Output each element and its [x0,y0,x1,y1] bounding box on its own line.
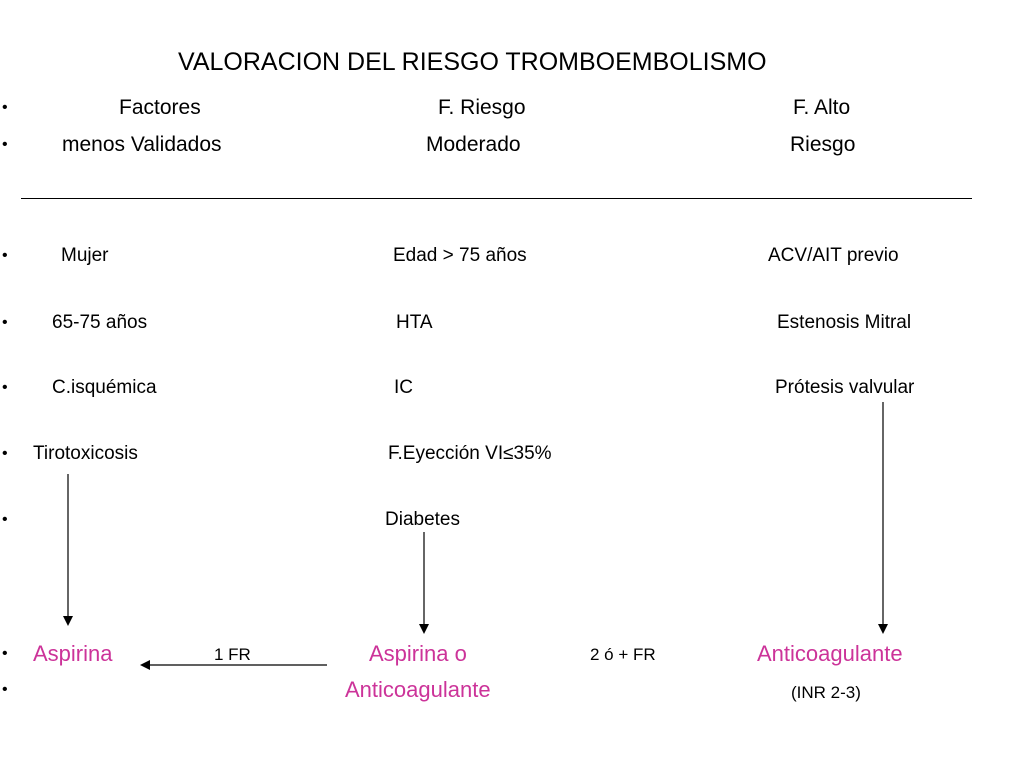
factor-acv-ait: ACV/AIT previo [768,245,899,266]
bullet: • [2,511,8,528]
result-aspirina-o: Aspirina o [369,641,467,666]
label-1-fr: 1 FR [214,645,251,664]
bullet: • [2,645,8,662]
factor-diabetes: Diabetes [385,509,460,530]
factor-mujer: Mujer [61,245,109,266]
header-factores: Factores [119,96,201,119]
header-f-alto: F. Alto [793,96,851,119]
result-anticoagulante-moderado: Anticoagulante [345,677,491,702]
bullet: • [2,379,8,396]
header-f-riesgo: F. Riesgo [438,96,526,119]
bullet: • [2,99,8,116]
bullet: • [2,681,8,698]
factor-ic: IC [394,377,413,398]
factor-protesis-valvular: Prótesis valvular [775,377,915,398]
factor-estenosis-mitral: Estenosis Mitral [777,312,912,333]
factor-65-75: 65-75 años [52,312,148,333]
page-title: VALORACION DEL RIESGO TROMBOEMBOLISMO [178,48,767,76]
factor-hta: HTA [396,312,433,333]
bullet: • [2,314,8,331]
bullet: • [2,445,8,462]
result-aspirina: Aspirina [33,641,113,666]
factor-feyeccion: F.Eyección VI≤35% [388,443,552,464]
bullet: • [2,136,8,153]
factor-edad-75: Edad > 75 años [393,245,527,266]
divider-line [21,198,972,199]
result-anticoagulante-alto: Anticoagulante [757,641,903,666]
bullet: • [2,247,8,264]
label-2-o-mas-fr: 2 ó + FR [590,645,656,664]
header-menos-validados: menos Validados [62,133,222,156]
header-riesgo: Riesgo [790,133,856,156]
factor-c-isquemica: C.isquémica [52,377,157,398]
header-moderado: Moderado [426,133,521,156]
factor-tirotoxicosis: Tirotoxicosis [33,443,138,464]
label-inr: (INR 2-3) [791,683,861,702]
